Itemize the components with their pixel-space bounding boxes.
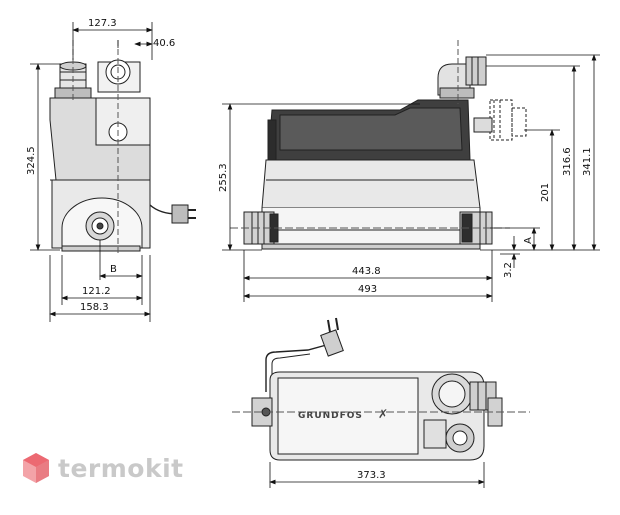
- dim-length-443: 443.8: [352, 266, 381, 277]
- brand-logo-mark: ✗: [378, 407, 388, 421]
- dim-pipe-offset: 40.6: [153, 38, 175, 49]
- dim-height-341: 341.1: [582, 147, 593, 176]
- dim-base-32: 3.2: [503, 262, 514, 278]
- watermark: termokit: [22, 452, 184, 484]
- watermark-text: termokit: [58, 453, 184, 483]
- dim-outer-width: 158.3: [80, 302, 109, 313]
- dim-top-length: 373.3: [357, 470, 386, 481]
- cube-icon: [23, 453, 49, 483]
- dim-front-height: 255.3: [218, 163, 229, 192]
- dim-inner-width: 121.2: [82, 286, 111, 297]
- dim-height-201: 201: [540, 183, 551, 202]
- side-view: [49, 40, 196, 255]
- dim-top-width: 127.3: [88, 18, 117, 29]
- dim-label-b: B: [110, 264, 117, 275]
- brand-logo-text: GRUNDFOS: [298, 411, 363, 421]
- top-view: [232, 317, 530, 461]
- dim-side-height: 324.5: [26, 146, 37, 175]
- side-view-dimensions: [30, 22, 153, 322]
- top-view-dimensions: [269, 462, 485, 488]
- front-view: [230, 40, 527, 250]
- dim-height-316: 316.6: [562, 147, 573, 176]
- dim-length-493: 493: [358, 284, 377, 295]
- front-view-dimensions: [222, 54, 600, 302]
- dim-label-a: A: [523, 237, 534, 244]
